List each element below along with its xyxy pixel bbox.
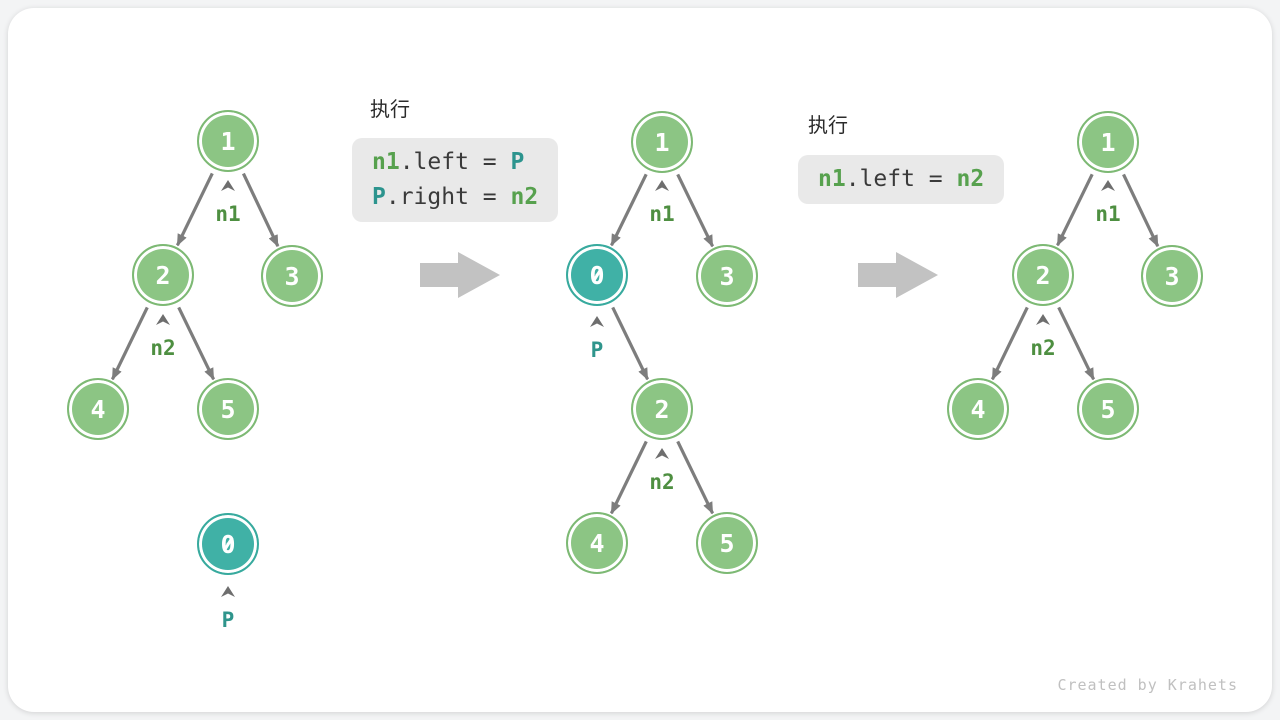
node-value: 0 bbox=[220, 529, 236, 559]
code-token: P bbox=[510, 149, 525, 175]
tree-after-node-2: 2 bbox=[1012, 244, 1074, 306]
pointer-label-n1: n1 bbox=[1095, 202, 1121, 226]
tree-intermediate-edge bbox=[609, 440, 648, 515]
tree-before-node-4: 4 bbox=[67, 378, 129, 440]
pointer-label-P: P bbox=[590, 338, 604, 362]
pointer-label-n2: n2 bbox=[1030, 336, 1056, 360]
pointer-caret-icon bbox=[1101, 180, 1115, 191]
step-1-heading: 执行 bbox=[370, 97, 410, 121]
tree-before-edge bbox=[241, 172, 280, 248]
code-token: n1 bbox=[818, 166, 846, 192]
tree-before-node-1: 1 bbox=[197, 110, 259, 172]
pointer-label-n2: n2 bbox=[150, 336, 176, 360]
tree-intermediate-node-4: 4 bbox=[566, 512, 628, 574]
tree-after-node-5: 5 bbox=[1077, 378, 1139, 440]
pointer-caret-icon bbox=[590, 316, 604, 327]
tree-after-edge bbox=[1122, 173, 1160, 248]
code-line: P.right = n2 bbox=[372, 180, 538, 215]
tree-intermediate-node-3: 3 bbox=[696, 245, 758, 307]
node-value: 3 bbox=[284, 261, 300, 291]
code-token: n2 bbox=[510, 184, 539, 210]
tree-after-node-3: 3 bbox=[1141, 245, 1203, 307]
tree-before-edge bbox=[175, 172, 214, 247]
tree-before-edge bbox=[177, 306, 216, 381]
tree-before-node-3: 3 bbox=[261, 245, 323, 307]
code-line: n1.left = n2 bbox=[818, 162, 984, 197]
pointer-caret-icon bbox=[156, 314, 170, 325]
watermark: Created by Krahets bbox=[1057, 676, 1238, 694]
tree-after-node-4: 4 bbox=[947, 378, 1009, 440]
pointer-label-n1: n1 bbox=[649, 202, 675, 226]
tree-intermediate-edge bbox=[676, 173, 715, 248]
tree-before-node-5: 5 bbox=[197, 378, 259, 440]
pointer-caret-icon bbox=[1036, 314, 1050, 325]
tree-intermediate-edge bbox=[611, 306, 650, 381]
pointer-label-n1: n1 bbox=[215, 202, 241, 226]
code-line: n1.left = P bbox=[372, 145, 538, 180]
tree-after-edge bbox=[990, 306, 1029, 381]
pointer-caret-icon bbox=[655, 448, 669, 459]
node-value: 4 bbox=[970, 394, 986, 424]
tree-intermediate-node-2: 2 bbox=[631, 378, 693, 440]
code-token: .left = bbox=[399, 149, 511, 175]
tree-after-edge bbox=[1057, 306, 1096, 381]
node-value: 1 bbox=[654, 127, 670, 157]
pointer-label-P: P bbox=[221, 608, 235, 632]
node-value: 4 bbox=[589, 528, 605, 558]
step-2-code-box: n1.left = n2 bbox=[798, 155, 1005, 204]
tree-after-edge bbox=[1056, 173, 1094, 247]
node-value: 2 bbox=[1035, 260, 1051, 290]
tree-before-node-2: 2 bbox=[132, 244, 194, 306]
step-arrow-icon bbox=[420, 252, 500, 298]
tree-intermediate-edge bbox=[676, 440, 715, 515]
code-token: P bbox=[372, 184, 386, 210]
code-token: .right = bbox=[385, 184, 511, 210]
node-value: 5 bbox=[220, 394, 236, 424]
tree-intermediate-node-1: 1 bbox=[631, 111, 693, 173]
tree-intermediate-node-5: 5 bbox=[696, 512, 758, 574]
node-value: 1 bbox=[220, 126, 236, 156]
node-value: 2 bbox=[155, 260, 171, 290]
node-value: 5 bbox=[1100, 394, 1116, 424]
step-arrow-icon bbox=[858, 252, 938, 298]
node-value: 3 bbox=[1164, 261, 1180, 291]
tree-before-node-0: 0 bbox=[197, 513, 259, 575]
node-value: 5 bbox=[719, 528, 735, 558]
step-2-heading: 执行 bbox=[808, 113, 848, 137]
node-value: 2 bbox=[654, 394, 670, 424]
pointer-label-n2: n2 bbox=[649, 470, 675, 494]
node-value: 1 bbox=[1100, 127, 1116, 157]
tree-intermediate-edge bbox=[610, 173, 648, 247]
node-value: 4 bbox=[90, 394, 106, 424]
tree-intermediate-node-0: 0 bbox=[566, 244, 628, 306]
pointer-caret-icon bbox=[655, 180, 669, 191]
code-token: .left = bbox=[845, 166, 957, 192]
pointer-caret-icon bbox=[221, 586, 235, 597]
code-token: n1 bbox=[372, 149, 400, 175]
pointer-caret-icon bbox=[221, 180, 235, 191]
node-value: 0 bbox=[589, 260, 605, 290]
node-value: 3 bbox=[719, 261, 735, 291]
tree-after-node-1: 1 bbox=[1077, 111, 1139, 173]
code-token: n2 bbox=[956, 166, 985, 192]
tree-before-edge bbox=[110, 306, 149, 381]
